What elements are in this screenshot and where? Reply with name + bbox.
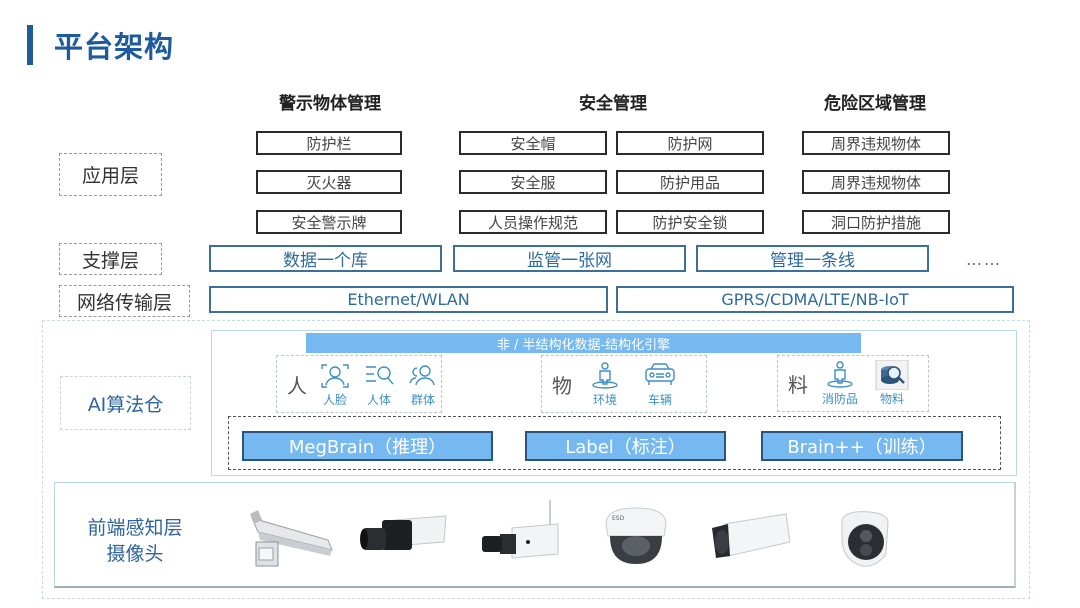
network-ethernet-wlan: Ethernet/WLAN [209,286,608,313]
item-protective-gear: 防护用品 [616,170,764,194]
person-location-icon [827,361,853,388]
item-perimeter-object-1: 周界违规物体 [802,131,950,155]
group-person: 人 人脸 人体 群体 [276,355,442,413]
person-location-icon [592,361,618,389]
model-megbrain-inference: MegBrain（推理） [242,431,493,461]
item-safety-suit: 安全服 [459,170,607,194]
bullet-camera-icon [712,513,791,558]
item-opening-protection: 洞口防护措施 [802,210,950,234]
car-icon [645,362,675,385]
support-layer-label: 支撑层 [59,243,162,275]
environment-cell: 环境 [588,361,622,408]
model-brainpp-training: Brain++（训练） [761,431,963,461]
network-cellular: GPRS/CDMA/LTE/NB-IoT [616,286,1014,313]
body-search-icon [366,365,394,384]
item-warning-sign: 安全警示牌 [256,210,402,234]
ai-layer-container [42,320,1030,599]
category-warning-objects: 警示物体管理 [279,94,381,114]
item-safety-lock: 防护安全锁 [616,210,764,234]
vehicle-cell: 车辆 [643,361,677,408]
group-object-char: 物 [552,373,572,398]
svg-text:ESD: ESD [612,515,625,522]
item-safety-net: 防护网 [616,131,764,155]
item-guardrail: 防护栏 [256,131,402,155]
category-safety: 安全管理 [579,94,647,114]
turret-camera-icon [841,511,889,567]
face-recognition-icon [321,363,349,388]
dome-camera-icon: ESD [605,507,667,564]
body-cell: 人体 [362,361,396,408]
group-object: 物 环境 车辆 [541,355,707,413]
category-danger-zone: 危险区域管理 [824,94,926,114]
group-material-char: 料 [788,373,808,397]
page-title: 平台架构 [54,30,175,64]
item-perimeter-object-2: 周界违规物体 [802,170,950,194]
item-helmet: 安全帽 [459,131,607,155]
support-management-line: 管理一条线 [696,245,929,272]
crowd-cell: 群体 [406,361,440,408]
wifi-box-camera-icon [482,500,559,559]
group-person-char: 人 [287,373,307,398]
materials-cell: 物料 [875,360,909,407]
item-fire-extinguisher: 灭火器 [256,170,402,194]
front-end-layer-label: 前端感知层 摄像头 [87,517,183,565]
ai-engine-panel [211,330,1017,476]
item-operation-rules: 人员操作规范 [459,210,607,234]
app-layer-label: 应用层 [59,153,162,196]
more-ellipsis: …… [966,250,1002,269]
database-search-icon [875,360,909,390]
box-camera-icon [360,515,447,550]
structuring-engine-bar: 非 / 半结构化数据-结构化引擎 [306,333,861,353]
face-cell: 人脸 [318,361,352,408]
support-supervision-network: 监管一张网 [453,245,686,272]
model-platform-group [228,416,1001,470]
support-data-repository: 数据一个库 [209,245,442,272]
front-end-layer-panel [54,482,1016,588]
explosion-proof-camera-icon [250,510,333,567]
model-label-annotation: Label（标注） [525,431,726,461]
fire-supplies-cell: 消防品 [822,360,858,407]
group-material: 料 消防品 物料 [777,355,929,412]
group-people-icon [409,364,435,385]
ai-layer-label: AI算法仓 [60,376,191,430]
network-layer-label: 网络传输层 [59,285,190,317]
title-accent-bar [27,25,33,65]
